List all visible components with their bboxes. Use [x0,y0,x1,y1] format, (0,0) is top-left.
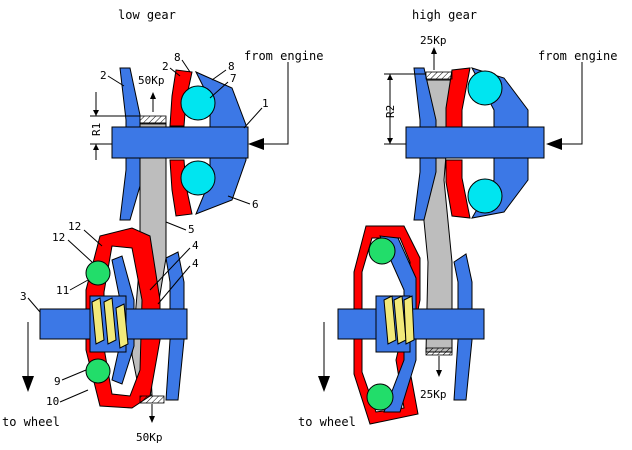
callout-8a: 8 [174,51,181,64]
high-primary-pulley [405,67,545,221]
callout-3-leader [27,297,41,313]
low-force-bottom-arrowhead [149,416,155,423]
callout-10: 10 [46,395,59,408]
callout-1: 1 [262,97,269,110]
r1-arrowhead-top [93,110,99,116]
callout-9: 9 [54,375,61,388]
callout-12b: 12 [52,231,65,244]
r1-arrowhead-bottom [93,144,99,150]
r2-arrowhead-top [387,74,393,80]
low-spring-coil-c [115,303,129,349]
high-from-engine-label: from engine [538,49,617,63]
low-force-top-arrowhead [150,92,156,99]
callout-2b: 2 [162,60,169,73]
high-primary-shaft [405,126,545,159]
low-secondary-belt-contact [139,395,165,404]
r2-arrowhead-bottom [387,138,393,144]
callout-8b-leader [211,69,227,81]
low-from-engine-line [258,62,289,145]
high-gear-assembly: from engine to wheel 25Kp 25Kp R2 [298,34,617,429]
high-force-bottom-arrowhead [436,370,442,377]
callout-2b-leader [169,67,181,77]
low-spring-coil-a [91,297,105,345]
high-from-engine-arrowhead [546,138,562,150]
callout-4b-leader [157,265,191,305]
high-force-top-label: 25Kp [420,34,447,47]
callout-7: 7 [230,72,237,85]
callout-8b: 8 [228,60,235,73]
low-primary-ramp-top [169,69,193,127]
low-from-engine-arrowhead [248,138,264,150]
callout-3: 3 [20,290,27,303]
callout-2a-leader [107,75,125,87]
low-roller-top [85,260,111,286]
low-secondary-pulley [39,227,188,409]
r2-label: R2 [384,105,397,118]
high-flyweight-top [467,70,503,106]
title-high-gear: high gear [412,8,477,22]
callout-11-leader [69,279,89,291]
callout-12b-leader [67,239,93,263]
callout-7-leader [209,81,229,99]
low-primary-pulley [111,67,249,221]
callout-11: 11 [56,284,69,297]
high-primary-ramp-bottom [445,159,471,219]
high-force-top-arrowhead [431,47,437,54]
callout-10-leader [59,389,89,403]
callout-8a-leader [181,59,191,73]
low-flyweight-bottom [180,160,216,196]
high-spring-coil-c [403,295,415,345]
callout-6-leader [227,195,251,205]
low-flyweight-top [180,85,216,121]
high-primary-belt-contact [425,71,453,80]
low-primary-belt-contact [139,115,167,125]
callout-12a: 12 [68,220,81,233]
callout-4a: 4 [192,239,199,252]
part-callouts: 2 2 8 8 7 1 6 5 4 4 12 12 11 3 9 10 [20,51,269,408]
high-roller-top [368,237,396,265]
low-force-bottom-label: 50Kp [136,431,163,444]
high-secondary-belt-contact [425,347,453,356]
callout-4b: 4 [192,257,199,270]
high-force-bottom-label: 25Kp [420,388,447,401]
callout-12a-leader [83,229,103,247]
high-flyweight-bottom [467,178,503,214]
callout-6: 6 [252,198,259,211]
high-to-wheel-label: to wheel [298,415,356,429]
callout-9-leader [61,369,87,381]
callout-5: 5 [188,223,195,236]
low-primary-ramp-bottom [169,159,193,217]
low-to-wheel-label: to wheel [2,415,60,429]
callout-1-leader [243,107,263,129]
low-primary-shaft [111,126,249,159]
low-gear-assembly: from engine to wheel 50Kp 50Kp R1 [2,49,323,444]
high-secondary-pulley [337,225,485,425]
low-roller-bottom [85,358,111,384]
r1-label: R1 [90,123,103,136]
high-spring-coil-a [383,295,397,345]
high-to-wheel-arrowhead [318,376,330,392]
low-force-top-label: 50Kp [138,74,165,87]
callout-2a: 2 [100,69,107,82]
title-low-gear: low gear [118,8,176,22]
high-roller-bottom [366,383,394,411]
high-from-engine-line [556,62,583,145]
low-from-engine-label: from engine [244,49,323,63]
callout-4a-leader [149,247,191,291]
low-spring-coil-b [103,297,117,345]
low-to-wheel-arrowhead [22,376,34,392]
callout-5-leader [165,221,187,231]
